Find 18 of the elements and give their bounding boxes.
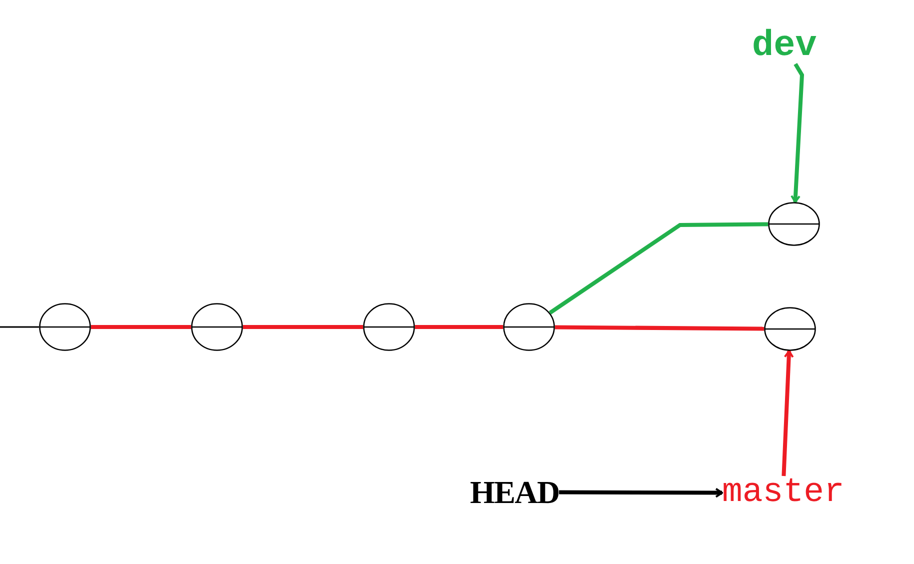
commit-circle [768,202,820,246]
arrow [782,350,794,476]
commit-circle [764,307,816,351]
branch-line [548,222,768,314]
commit-circle [39,303,91,351]
arrow [790,62,804,203]
commit-circle [191,303,243,351]
branch-line [91,325,191,329]
branch-label: dev [752,28,817,64]
arrow [559,488,723,498]
commit-circle [503,303,555,351]
branch-label: master [722,476,844,510]
commit-circle [363,303,415,351]
branch-label: HEAD [470,476,560,508]
branch-line [415,325,503,329]
branch-line [554,325,764,331]
branch-line [0,326,39,328]
branch-line [243,325,363,329]
